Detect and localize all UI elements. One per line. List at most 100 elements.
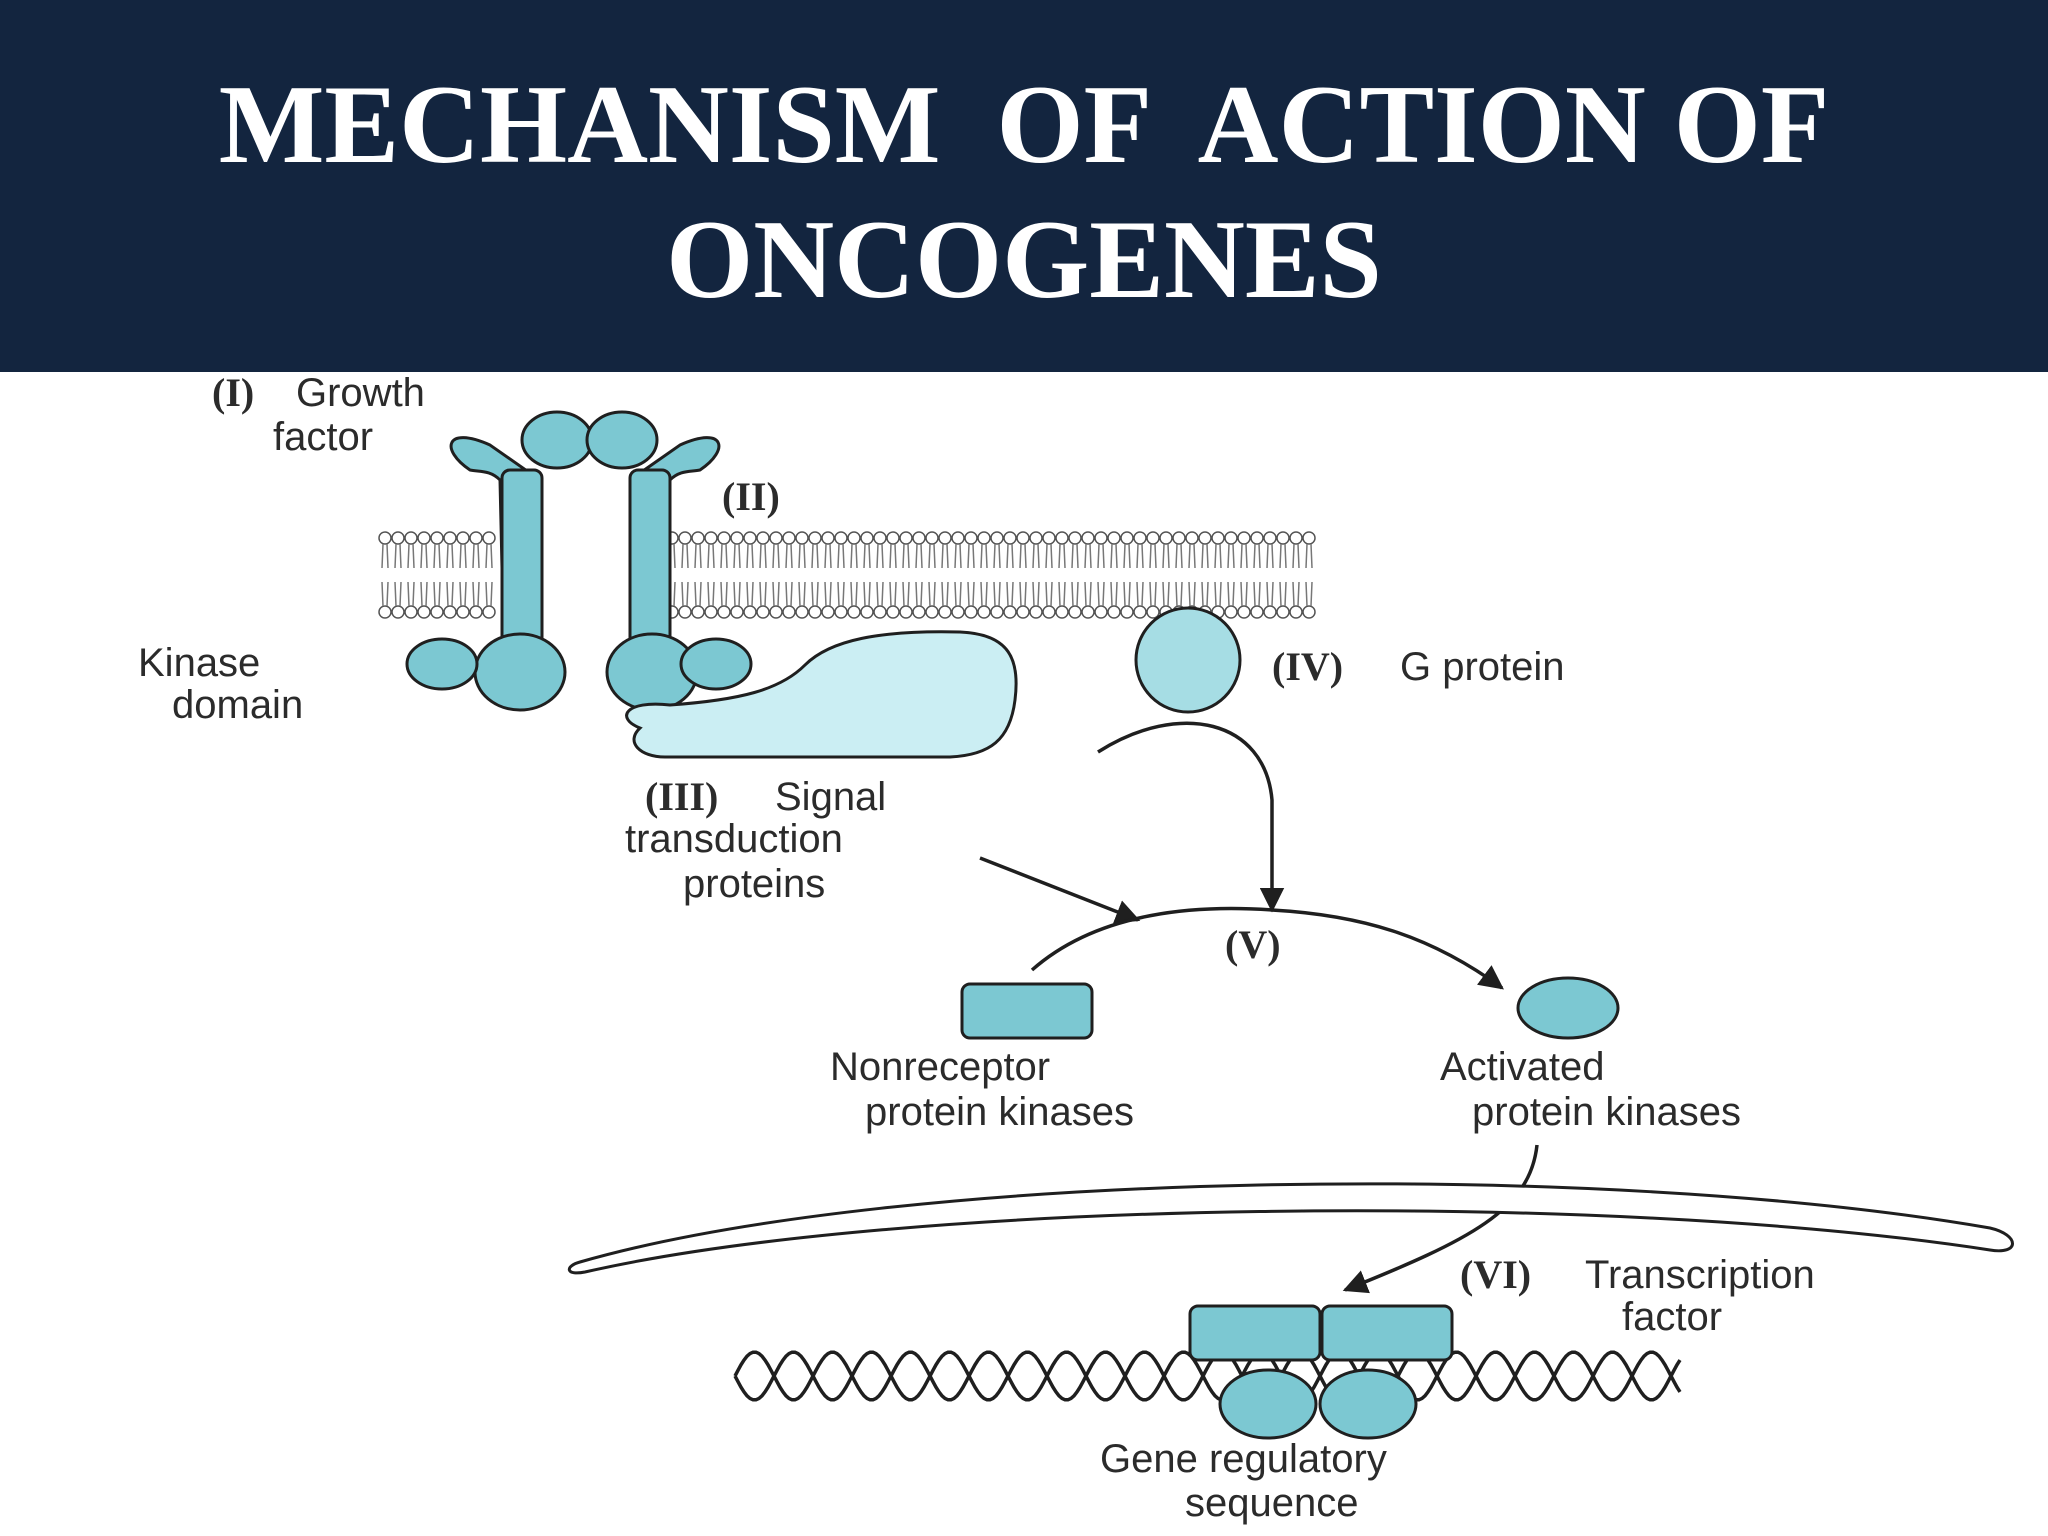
lipid-tail	[759, 543, 767, 569]
lipid-tail	[746, 543, 754, 569]
lipid-head	[1068, 531, 1082, 545]
lipid-tail	[1201, 581, 1209, 607]
lipid-head	[860, 605, 874, 619]
arrow-v-to-activated	[1030, 906, 1504, 990]
nonreceptor-label-2: protein kinases	[865, 1090, 1134, 1134]
lipid-head	[990, 531, 1004, 545]
lipid-tail	[420, 581, 428, 607]
lipid-head	[795, 531, 809, 545]
lipid-head	[938, 605, 952, 619]
lipid-tail	[407, 581, 415, 607]
lipid-tail	[967, 581, 975, 607]
lipid-tail	[1006, 581, 1014, 607]
lipid-head	[391, 605, 405, 619]
lipid-head	[1029, 605, 1043, 619]
lipid-tail	[1149, 581, 1157, 607]
lipid-tail	[1123, 581, 1131, 607]
lipid-tail	[1019, 543, 1027, 569]
dna-double-helix	[733, 1350, 1682, 1402]
arrow-signal-to-v	[979, 856, 1141, 924]
lipid-head	[860, 531, 874, 545]
lipid-head	[704, 531, 718, 545]
lipid-tail	[1019, 581, 1027, 607]
lipid-head	[743, 531, 757, 545]
lipid-head	[834, 531, 848, 545]
lipid-tail	[1097, 543, 1105, 569]
lipid-tail	[1110, 581, 1118, 607]
growth-factor	[520, 410, 659, 470]
lipid-tail	[1032, 543, 1040, 569]
lipid-tail	[993, 543, 1001, 569]
gene-regulatory-label-2: sequence	[1185, 1481, 1358, 1525]
lipid-head	[1146, 531, 1160, 545]
lipid-tail	[446, 543, 454, 569]
growth-factor-label-1: Growth	[296, 372, 425, 415]
lipid-head	[938, 531, 952, 545]
gene-regulatory-label-1: Gene regulatory	[1100, 1437, 1387, 1481]
lipid-tail	[954, 581, 962, 607]
lipid-tail	[902, 543, 910, 569]
lipid-tail	[1305, 581, 1313, 607]
lipid-tail	[733, 543, 741, 569]
lipid-head	[1198, 531, 1212, 545]
lipid-head	[808, 605, 822, 619]
lipid-tail	[915, 543, 923, 569]
lipid-head	[1081, 605, 1095, 619]
tf-number: (VI)	[1460, 1252, 1531, 1297]
lipid-head	[964, 605, 978, 619]
lipid-head	[730, 605, 744, 619]
lipid-head	[912, 605, 926, 619]
lipid-head	[1055, 531, 1069, 545]
lipid-tail	[1149, 543, 1157, 569]
lipid-head	[990, 605, 1004, 619]
lipid-tail	[394, 543, 402, 569]
lipid-tail	[446, 581, 454, 607]
lipid-tail	[811, 581, 819, 607]
lipid-tail	[1292, 581, 1300, 607]
lipid-tail	[1162, 581, 1170, 607]
lipid-head	[1120, 531, 1134, 545]
lipid-tail	[850, 543, 858, 569]
lipid-tail	[1175, 543, 1183, 569]
signal-number: (III)	[645, 774, 718, 819]
lipid-tail	[1136, 543, 1144, 569]
lipid-head	[756, 531, 770, 545]
lipid-tail	[681, 543, 689, 569]
lipid-head	[1029, 531, 1043, 545]
lipid-head	[404, 531, 418, 545]
lipid-head	[1042, 531, 1056, 545]
nuclear-membrane	[567, 1182, 2014, 1275]
lipid-tail	[733, 581, 741, 607]
lipid-tail	[472, 543, 480, 569]
lipid-tail	[772, 581, 780, 607]
lipid-tail	[798, 543, 806, 569]
lipid-tail	[381, 581, 389, 607]
signal-label-3: proteins	[683, 862, 825, 906]
tf-label-2: factor	[1622, 1295, 1722, 1339]
lipid-head	[717, 605, 731, 619]
lipid-tail	[420, 543, 428, 569]
lipid-head	[977, 531, 991, 545]
lipid-head	[769, 531, 783, 545]
slide-title-line-2: ONCOGENES	[666, 198, 1382, 322]
lipid-head	[1224, 531, 1238, 545]
receptor-tyrosine-kinase	[405, 436, 753, 712]
lipid-tail	[1240, 581, 1248, 607]
lipid-tail	[1188, 581, 1196, 607]
lipid-tail	[707, 543, 715, 569]
lipid-head	[391, 531, 405, 545]
activated-protein-kinase	[1516, 976, 1620, 1040]
activated-label-1: Activated	[1440, 1045, 1605, 1089]
lipid-tail	[993, 581, 1001, 607]
lipid-head	[691, 605, 705, 619]
lipid-tail	[863, 543, 871, 569]
lipid-tail	[1058, 581, 1066, 607]
kinase-domain-label-2: domain	[172, 683, 303, 727]
lipid-head	[1120, 605, 1134, 619]
lipid-tail	[954, 543, 962, 569]
lipid-head	[1302, 605, 1316, 619]
lipid-tail	[707, 581, 715, 607]
lipid-head	[730, 531, 744, 545]
lipid-head	[430, 605, 444, 619]
receptor-number: (II)	[722, 474, 780, 519]
